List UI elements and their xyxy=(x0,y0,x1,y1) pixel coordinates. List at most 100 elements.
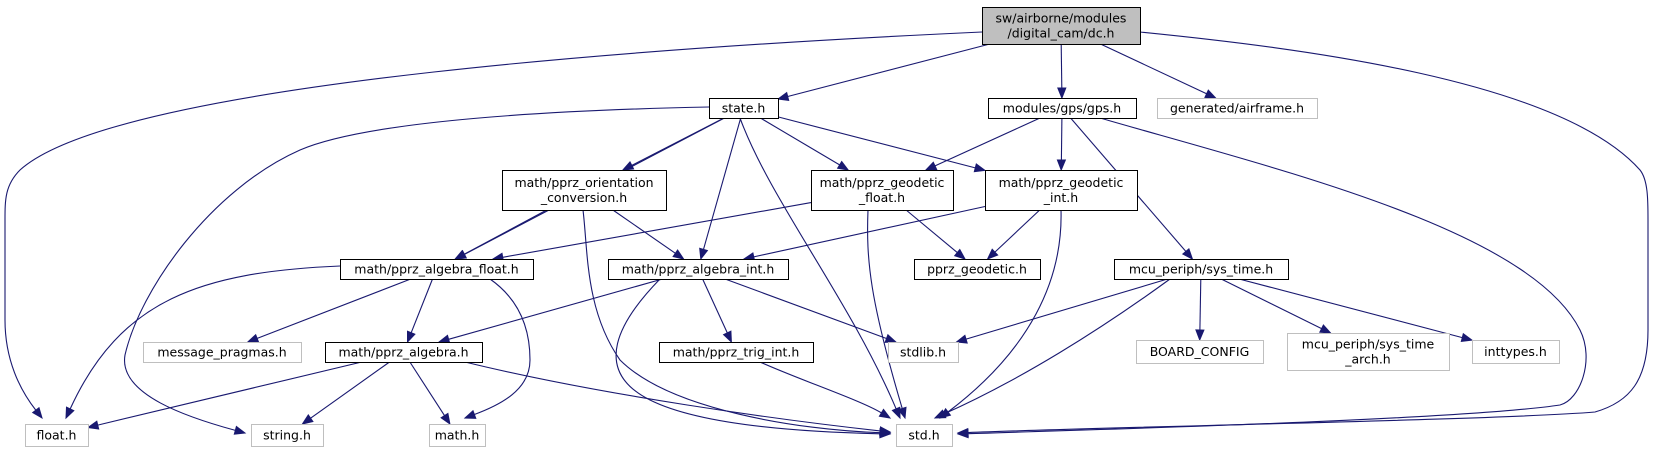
node-label: string.h xyxy=(263,428,311,443)
edge-gps-to-geof xyxy=(924,117,1041,171)
node-orient[interactable]: math/pprz_orientation_conversion.h xyxy=(502,170,667,211)
edge-line xyxy=(1199,278,1202,331)
edge-orient-to-algf xyxy=(454,209,547,260)
node-dc[interactable]: sw/airborne/modules/digital_cam/dc.h xyxy=(982,7,1141,45)
node-box[interactable] xyxy=(1114,259,1289,280)
node-box[interactable] xyxy=(340,259,534,280)
edge-dc-to-airframe xyxy=(1100,43,1217,99)
node-geof[interactable]: math/pprz_geodetic_float.h xyxy=(811,170,954,211)
node-string: string.h xyxy=(251,424,324,447)
edge-algf-to-math xyxy=(463,278,531,419)
node-box[interactable] xyxy=(608,259,789,280)
node-label: float.h xyxy=(37,428,77,443)
edge-geoi-to-pgeo xyxy=(986,209,1041,260)
edge-dc-to-state xyxy=(776,43,990,101)
edge-line xyxy=(1060,117,1063,161)
edge-orient-to-algi xyxy=(612,209,685,260)
node-label: math/pprz_geodetic xyxy=(999,175,1124,190)
edge-line xyxy=(967,31,1649,434)
edge-alg-to-float xyxy=(86,361,362,430)
node-box xyxy=(25,424,89,447)
edge-state-to-algi xyxy=(699,117,742,261)
edge-line xyxy=(965,278,1168,340)
edge-line xyxy=(4,31,983,411)
node-state[interactable]: state.h xyxy=(709,98,779,119)
node-gps[interactable]: modules/gps/gps.h xyxy=(988,98,1137,119)
node-algi[interactable]: math/pprz_algebra_int.h xyxy=(608,259,789,280)
nodes-layer: sw/airborne/modules/digital_cam/dc.hstat… xyxy=(25,7,1560,447)
edge-line xyxy=(409,361,445,416)
arrowhead-icon xyxy=(1056,159,1067,172)
node-stdlib: stdlib.h xyxy=(888,342,959,363)
node-label: generated/airframe.h xyxy=(1170,101,1304,116)
edge-alg-to-math xyxy=(409,361,451,426)
node-label: _float.h xyxy=(858,190,905,205)
node-pgeo[interactable]: pprz_geodetic.h xyxy=(914,259,1041,280)
arrowhead-icon xyxy=(621,161,635,171)
edge-line xyxy=(410,278,434,333)
edge-line xyxy=(124,106,710,431)
node-label: mcu_periph/sys_time xyxy=(1302,337,1435,352)
edge-line xyxy=(615,278,881,435)
edge-line xyxy=(967,117,1587,435)
edge-algi-to-trig xyxy=(702,278,732,344)
node-box xyxy=(429,424,486,447)
node-box[interactable] xyxy=(914,259,1041,280)
arrowhead-icon xyxy=(878,408,892,419)
arrowhead-icon xyxy=(986,248,999,260)
edge-algf-to-alg xyxy=(407,278,434,344)
node-box[interactable] xyxy=(502,170,667,211)
node-box[interactable] xyxy=(982,7,1141,45)
edge-line xyxy=(905,209,958,254)
node-board: BOARD_CONFIG xyxy=(1136,340,1264,364)
edge-line xyxy=(934,117,1041,167)
node-float: float.h xyxy=(25,424,89,447)
arrowhead-icon xyxy=(1319,324,1332,334)
edge-algi-to-alg xyxy=(437,278,663,344)
node-box[interactable] xyxy=(325,342,483,363)
arrowhead-icon xyxy=(836,160,850,171)
arrowhead-icon xyxy=(1181,247,1194,261)
node-box[interactable] xyxy=(811,170,954,211)
arrowhead-icon xyxy=(407,330,416,344)
arrowhead-icon xyxy=(672,249,685,260)
edge-algi-to-stdlib xyxy=(724,278,898,343)
node-systime[interactable]: mcu_periph/sys_time.h xyxy=(1114,259,1289,280)
node-box[interactable] xyxy=(659,342,814,363)
node-box xyxy=(888,342,959,363)
node-label: message_pragmas.h xyxy=(157,345,286,360)
edge-line xyxy=(867,209,903,409)
node-std: std.h xyxy=(896,424,953,447)
arrowhead-icon xyxy=(924,161,938,171)
edge-line xyxy=(463,209,547,255)
node-trig[interactable]: math/pprz_trig_int.h xyxy=(659,342,814,363)
edge-line xyxy=(759,361,882,414)
arrowhead-icon xyxy=(699,247,709,261)
edge-line xyxy=(1220,278,1322,330)
node-geoi[interactable]: math/pprz_geodetic_int.h xyxy=(985,170,1138,211)
edge-systime-to-inttypes xyxy=(1238,278,1474,342)
edge-gps-to-std xyxy=(956,117,1587,439)
edge-line xyxy=(257,278,411,339)
arrowhead-icon xyxy=(463,409,477,419)
node-box xyxy=(896,424,953,447)
node-label: math/pprz_geodetic xyxy=(820,175,945,190)
edge-algf-to-float xyxy=(65,265,341,420)
node-label: _conversion.h xyxy=(540,190,627,205)
edge-geof-to-pgeo xyxy=(905,209,967,260)
node-box[interactable] xyxy=(985,170,1138,211)
edge-line xyxy=(943,278,1171,415)
arrowhead-icon xyxy=(1057,87,1067,100)
node-box[interactable] xyxy=(988,98,1137,119)
edge-line xyxy=(69,265,341,410)
edge-line xyxy=(1238,278,1463,339)
edge-geoi-to-algi xyxy=(742,205,986,262)
node-box[interactable] xyxy=(709,98,779,119)
node-algf[interactable]: math/pprz_algebra_float.h xyxy=(340,259,534,280)
arrowhead-icon xyxy=(897,406,907,420)
edge-line xyxy=(724,278,887,340)
edge-trig-to-std xyxy=(759,361,892,419)
edge-state-to-string xyxy=(124,106,710,435)
node-alg[interactable]: math/pprz_algebra.h xyxy=(325,342,483,363)
